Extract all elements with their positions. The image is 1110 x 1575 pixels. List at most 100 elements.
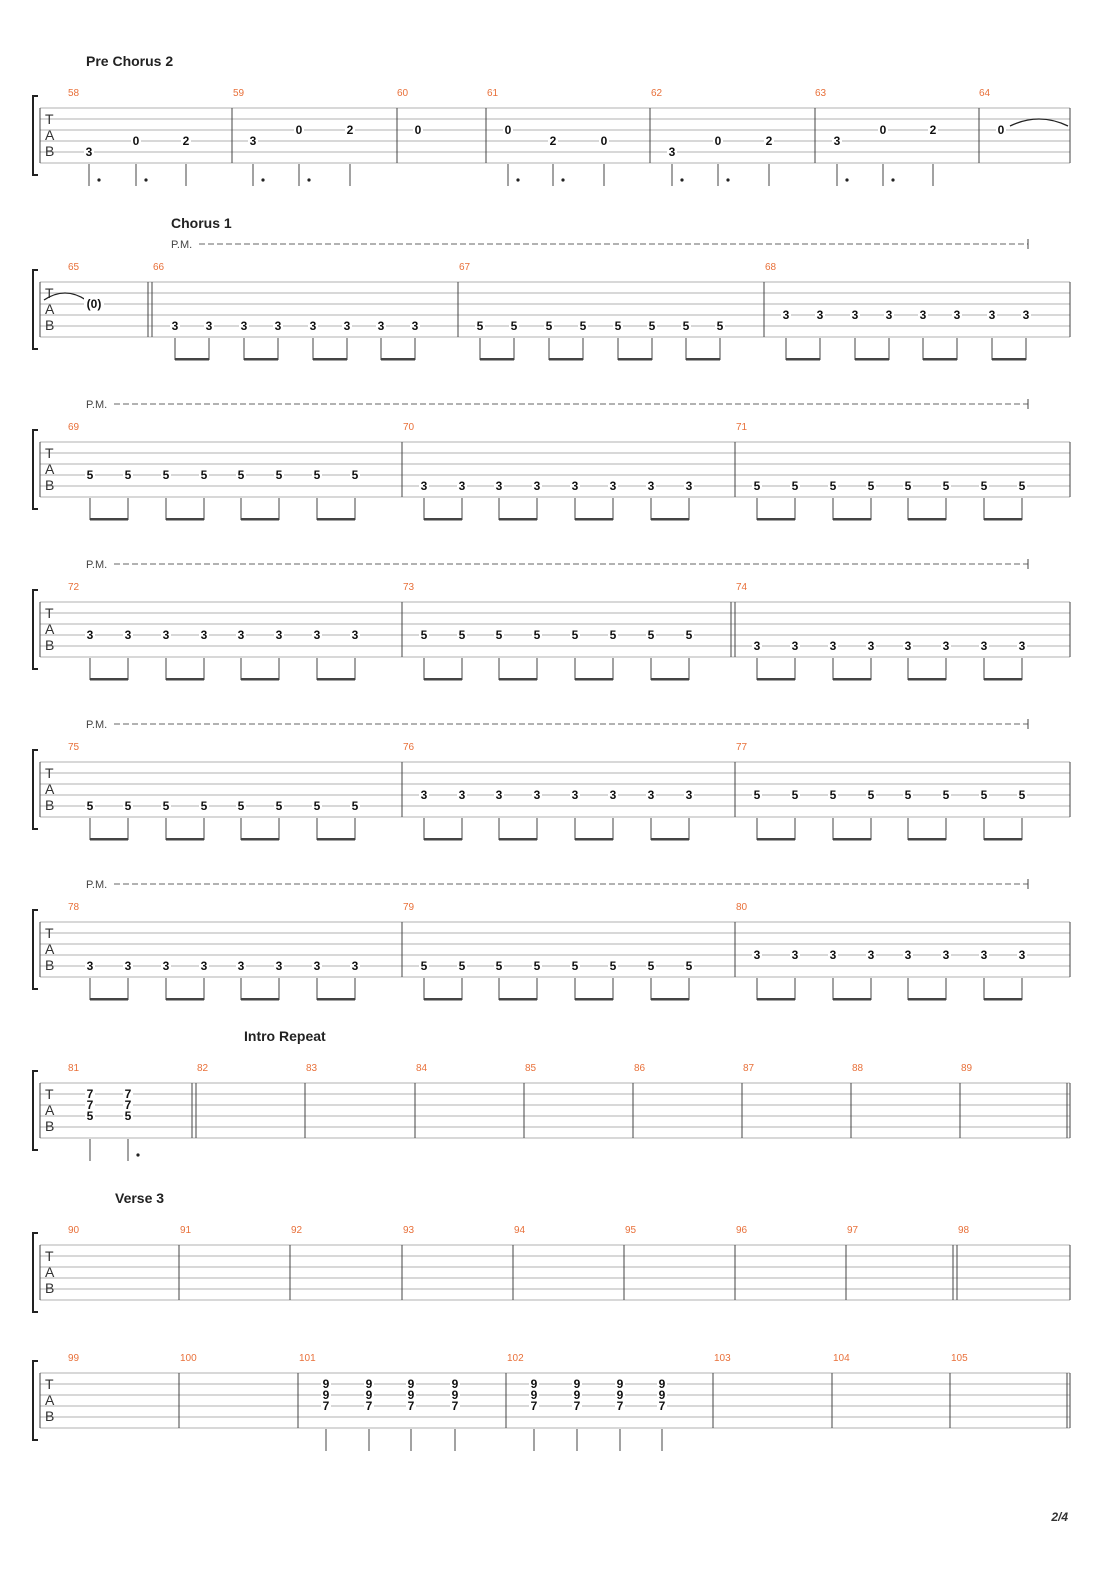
- measure-number: 73: [403, 582, 415, 593]
- fret-number: 0: [715, 134, 722, 148]
- fret-number: 3: [238, 628, 245, 642]
- measure-number: 91: [180, 1225, 192, 1236]
- fret-number: 9: [531, 1377, 538, 1391]
- fret-number: 5: [683, 319, 690, 333]
- fret-background: [903, 949, 913, 961]
- fret-background: [457, 789, 467, 801]
- fret-background: [161, 800, 171, 812]
- measure-number: 69: [68, 422, 80, 433]
- fret-number: 3: [572, 479, 579, 493]
- fret-number: 7: [617, 1399, 624, 1413]
- fret-background: [419, 789, 429, 801]
- fret-number: 7: [125, 1098, 132, 1112]
- palm-mute-label: P.M.: [171, 239, 192, 251]
- fret-number: 7: [659, 1399, 666, 1413]
- fret-background: [274, 469, 284, 481]
- measure-number: 84: [416, 1063, 428, 1074]
- rhythm-dot: [261, 178, 265, 182]
- note-beam: [424, 518, 462, 521]
- note-beam: [166, 518, 204, 521]
- fret-number: 3: [648, 479, 655, 493]
- fret-background: [996, 124, 1006, 136]
- fret-background: [952, 309, 962, 321]
- fret-number: 3: [534, 788, 541, 802]
- fret-background: [878, 124, 888, 136]
- note-beam: [241, 998, 279, 1001]
- fret-background: [236, 469, 246, 481]
- fret-background: [529, 1389, 539, 1401]
- fret-background: [419, 629, 429, 641]
- fret-background: [790, 789, 800, 801]
- fret-number: 5: [352, 799, 359, 813]
- measure-number: 97: [847, 1225, 859, 1236]
- fret-background: [274, 800, 284, 812]
- fret-background: [1017, 480, 1027, 492]
- fret-background: [646, 629, 656, 641]
- tab-clef-t: T: [45, 605, 54, 621]
- measure-number: 98: [958, 1225, 970, 1236]
- fret-number: 3: [886, 308, 893, 322]
- system-bracket: [32, 269, 38, 350]
- fret-background: [570, 960, 580, 972]
- fret-number: 5: [201, 468, 208, 482]
- fret-background: [199, 629, 209, 641]
- note-beam: [757, 998, 795, 1001]
- fret-background: [350, 469, 360, 481]
- fret-number: 5: [546, 319, 553, 333]
- note-beam: [651, 678, 689, 681]
- fret-background: [312, 469, 322, 481]
- tab-clef-a: A: [45, 941, 55, 957]
- fret-number: 5: [276, 799, 283, 813]
- fret-number: 3: [421, 479, 428, 493]
- fret-number: 5: [125, 799, 132, 813]
- rhythm-dot: [561, 178, 565, 182]
- fret-background: [684, 629, 694, 641]
- fret-background: [646, 960, 656, 972]
- fret-number: (0): [87, 297, 102, 311]
- measure-number: 77: [736, 742, 748, 753]
- rhythm-dot: [726, 178, 730, 182]
- fret-background: [350, 960, 360, 972]
- note-beam: [241, 838, 279, 841]
- fret-background: [752, 789, 762, 801]
- fret-background: [413, 124, 423, 136]
- fret-number: 3: [534, 479, 541, 493]
- fret-number: 3: [920, 308, 927, 322]
- fret-number: 5: [352, 468, 359, 482]
- fret-number: 7: [323, 1399, 330, 1413]
- note-beam: [786, 358, 820, 361]
- tab-clef-a: A: [45, 1102, 55, 1118]
- note-beam: [833, 678, 871, 681]
- note-beam: [908, 998, 946, 1001]
- fret-number: 9: [366, 1377, 373, 1391]
- fret-background: [406, 1378, 416, 1390]
- fret-background: [123, 1088, 133, 1100]
- fret-background: [532, 480, 542, 492]
- fret-number: 3: [792, 948, 799, 962]
- rhythm-dot: [516, 178, 520, 182]
- fret-background: [903, 640, 913, 652]
- fret-background: [364, 1378, 374, 1390]
- fret-number: 5: [580, 319, 587, 333]
- measure-number: 94: [514, 1225, 526, 1236]
- measure-number: 85: [525, 1063, 537, 1074]
- fret-number: 3: [610, 479, 617, 493]
- fret-background: [657, 1400, 667, 1412]
- fret-background: [828, 949, 838, 961]
- fret-number: 3: [648, 788, 655, 802]
- fret-number: 5: [459, 628, 466, 642]
- fret-background: [608, 960, 618, 972]
- fret-background: [832, 135, 842, 147]
- measure-number: 79: [403, 902, 415, 913]
- fret-background: [123, 800, 133, 812]
- fret-number: 3: [275, 319, 282, 333]
- fret-number: 2: [930, 123, 937, 137]
- fret-background: [450, 1400, 460, 1412]
- fret-background: [376, 320, 386, 332]
- fret-background: [294, 124, 304, 136]
- measure-number: 74: [736, 582, 748, 593]
- fret-background: [941, 640, 951, 652]
- fret-background: [529, 1378, 539, 1390]
- tab-clef-a: A: [45, 621, 55, 637]
- fret-number: 3: [868, 639, 875, 653]
